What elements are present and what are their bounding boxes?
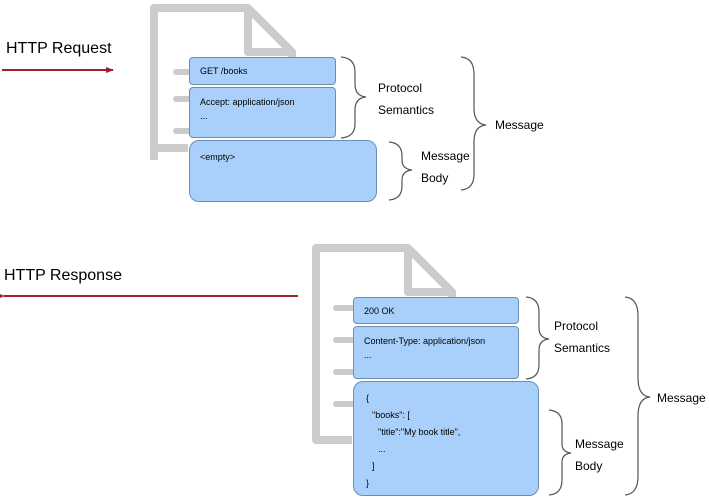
response-message-brace <box>624 296 651 496</box>
response-status-box: 200 OK <box>353 297 519 324</box>
response-body-line: "title":"My book title", <box>378 427 461 437</box>
request-body-label: Message Body <box>421 145 470 189</box>
request-protocol-label-line2: Semantics <box>378 103 435 117</box>
request-body-brace <box>388 141 413 201</box>
response-body-line: } <box>366 478 370 488</box>
response-body-label-line2: Body <box>575 459 603 473</box>
response-body-box: { "books": [ "title":"My book title", ..… <box>353 381 539 496</box>
request-headers-box: Accept: application/json ... <box>189 87 336 138</box>
request-document-icon <box>150 4 296 160</box>
response-body-line: ] <box>372 461 375 471</box>
response-heading: HTTP Response <box>4 267 122 284</box>
response-protocol-label: Protocol Semantics <box>554 315 610 359</box>
response-document-icon <box>312 244 456 444</box>
request-line-text: GET /books <box>200 66 248 76</box>
response-header-line: ... <box>364 350 372 360</box>
request-protocol-label: Protocol Semantics <box>378 77 434 121</box>
request-header-line: Accept: application/json <box>200 97 295 107</box>
request-body-box: <empty> <box>189 140 377 202</box>
request-message-brace <box>460 56 487 191</box>
request-line-box: GET /books <box>189 57 336 85</box>
response-body-brace <box>548 409 572 496</box>
request-body-label-line2: Body <box>421 171 449 185</box>
request-message-label: Message <box>495 118 544 132</box>
request-header-line: ... <box>200 111 208 121</box>
response-protocol-brace <box>525 296 550 380</box>
response-body-line: { <box>366 393 370 403</box>
response-body-label: Message Body <box>575 433 624 477</box>
response-body-line: "books": [ <box>372 410 410 420</box>
request-body-text: <empty> <box>200 152 236 162</box>
response-message-label: Message <box>657 391 706 405</box>
response-protocol-label-line1: Protocol <box>554 319 599 333</box>
request-body-label-line1: Message <box>421 149 470 163</box>
request-protocol-label-line1: Protocol <box>378 81 423 95</box>
response-status-text: 200 OK <box>364 306 395 316</box>
response-body-label-line1: Message <box>575 437 624 451</box>
response-header-line: Content-Type: application/json <box>364 336 486 346</box>
response-protocol-label-line2: Semantics <box>554 341 611 355</box>
response-headers-box: Content-Type: application/json ... <box>353 326 519 379</box>
response-body-line: ... <box>378 444 386 454</box>
request-protocol-brace <box>340 56 367 139</box>
request-heading: HTTP Request <box>6 40 112 57</box>
